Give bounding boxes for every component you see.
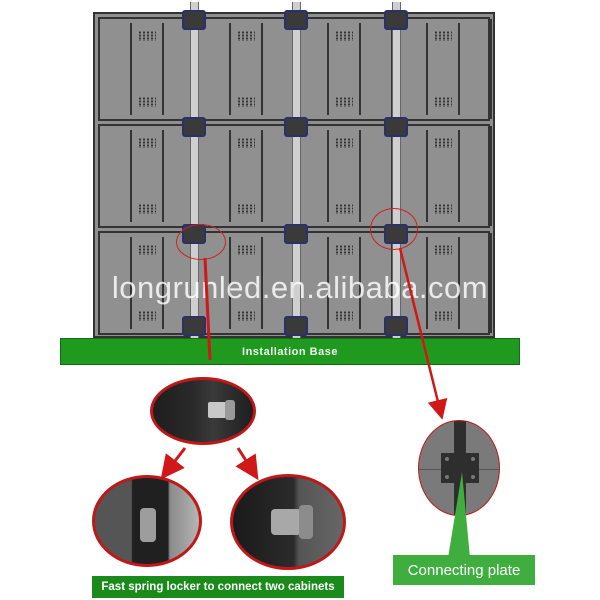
connecting-plate — [384, 10, 408, 30]
led-cabinet-wall — [93, 2, 495, 342]
photo-spring-locker-closeup — [150, 377, 256, 445]
photo-spring-locker-closed — [230, 474, 346, 570]
caption-connecting-plate: Connecting plate — [393, 555, 535, 585]
connecting-plate — [384, 117, 408, 137]
photo-spring-locker-open — [92, 475, 202, 567]
connecting-plate — [182, 117, 206, 137]
caption-spring-locker-text: Fast spring locker to connect two cabine… — [101, 581, 335, 593]
locker-knob-icon — [271, 509, 301, 535]
locker-latch-icon — [140, 508, 156, 542]
support-post — [392, 2, 401, 342]
highlight-ring-connecting-plate — [370, 208, 418, 250]
installation-base: Installation Base — [60, 338, 520, 365]
watermark: longrunled.en.alibaba.com — [111, 270, 489, 305]
caption-spring-locker: Fast spring locker to connect two cabine… — [92, 576, 344, 598]
caption-connecting-plate-text: Connecting plate — [407, 561, 521, 579]
connecting-plate — [284, 10, 308, 30]
connecting-plate — [182, 316, 206, 336]
led-cabinet — [396, 233, 492, 333]
highlight-ring-spring-locker — [176, 224, 226, 260]
support-post — [190, 2, 199, 342]
connecting-plate — [384, 316, 408, 336]
support-post — [292, 2, 301, 342]
installation-base-label: Installation Base — [242, 345, 338, 358]
connecting-plate — [182, 10, 206, 30]
connecting-plate — [284, 316, 308, 336]
locker-bolt-icon — [208, 402, 226, 418]
connecting-plate — [284, 224, 308, 244]
connecting-plate — [284, 117, 308, 137]
led-cabinet — [396, 126, 492, 226]
led-cabinet — [396, 19, 492, 119]
